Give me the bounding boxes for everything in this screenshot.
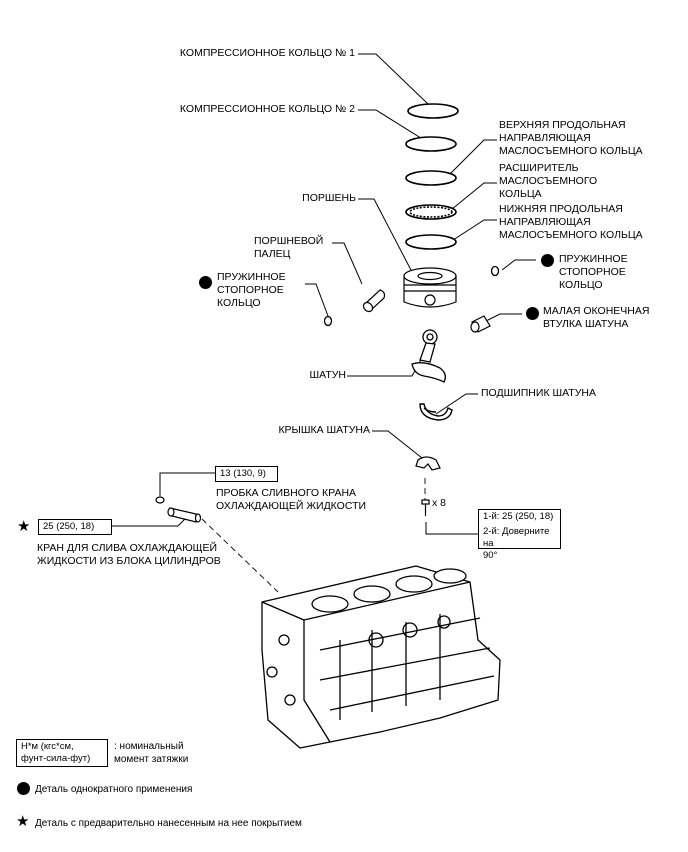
precoated-star-icon: ★ [17, 518, 31, 535]
legend-precoated-star-icon: ★ [16, 813, 30, 830]
label-comp-ring1: КОМПРЕССИОННОЕ КОЛЬЦО № 1 [179, 47, 355, 59]
leader-upper-rail [445, 139, 497, 179]
label-rod-bearing: ПОДШИПНИК ШАТУНА [481, 387, 596, 399]
leader-bolt [425, 522, 478, 535]
lower-oil-rail [405, 234, 457, 250]
label-rod-cap: КРЫШКА ШАТУНА [278, 424, 370, 436]
label-comp-ring2: КОМПРЕССИОННОЕ КОЛЬЦО № 2 [179, 103, 355, 115]
leader-rod [347, 357, 423, 377]
leader-expander [445, 182, 497, 215]
leader-pin [332, 242, 363, 285]
legend-non-reusable-icon [17, 782, 30, 795]
piston-shape [403, 267, 457, 308]
snap-ring-left [323, 315, 333, 327]
leader-snap-right [501, 259, 536, 271]
label-con-rod: ШАТУН [309, 369, 346, 381]
leader-comp-ring2 [358, 109, 425, 141]
torque-box-drain-plug: 13 (130, 9) [215, 466, 278, 482]
label-piston: ПОРШЕНЬ [302, 192, 356, 204]
label-bolt-count: x 8 [432, 497, 447, 509]
leader-piston [358, 198, 413, 273]
compression-ring-2 [405, 136, 457, 152]
non-reusable-icon [199, 276, 212, 289]
torque-box-rod-cap: 1-й: 25 (250, 18) 2-й: Доверните на 90° [478, 509, 561, 561]
compression-ring-1 [407, 103, 459, 119]
oil-expander [409, 206, 453, 218]
drain-plug-shape [155, 496, 165, 504]
non-reusable-icon [526, 307, 539, 320]
leader-bushing [483, 313, 522, 323]
snap-ring-right [490, 265, 500, 277]
leader-comp-ring1 [358, 53, 429, 105]
piston-pin-shape [362, 289, 386, 313]
con-rod-shape [411, 329, 446, 383]
rod-cap-shape [415, 456, 441, 471]
leader-snap-left [305, 283, 329, 317]
bolt-shape [421, 499, 430, 516]
leader-plug [159, 472, 215, 496]
legend-unit-box: Н*м (кгс*см,фунт-сила-фут) [16, 739, 108, 767]
cylinder-block-shape [261, 565, 501, 749]
bushing-shape [470, 315, 491, 333]
upper-oil-rail [405, 170, 457, 186]
leader-cap [372, 430, 423, 459]
leader-lower-rail [449, 219, 497, 243]
bearing-shape [419, 403, 453, 421]
legend-non-reusable: Деталь однократного применения [35, 784, 193, 795]
leader-bearing [435, 393, 478, 415]
non-reusable-icon [541, 254, 554, 267]
legend-precoated: Деталь с предварительно нанесенным на не… [35, 818, 302, 829]
torque-box-drain-cock: 25 (250, 18) [38, 519, 112, 535]
